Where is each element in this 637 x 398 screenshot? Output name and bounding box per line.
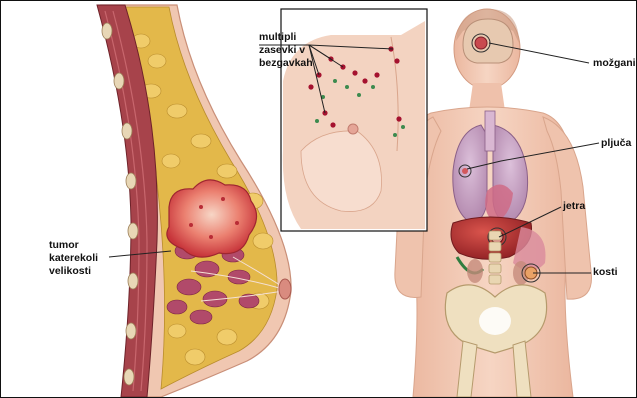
label-lymph-nodes: multipli zasevki v bezgavkah bbox=[259, 31, 313, 70]
label-lungs: pljuča bbox=[601, 137, 631, 150]
label-breast-tumor: tumor katerekoli velikosti bbox=[49, 239, 98, 278]
label-brain: možgani bbox=[593, 57, 636, 70]
label-bones: kosti bbox=[593, 266, 618, 279]
label-liver: jetra bbox=[563, 200, 585, 213]
